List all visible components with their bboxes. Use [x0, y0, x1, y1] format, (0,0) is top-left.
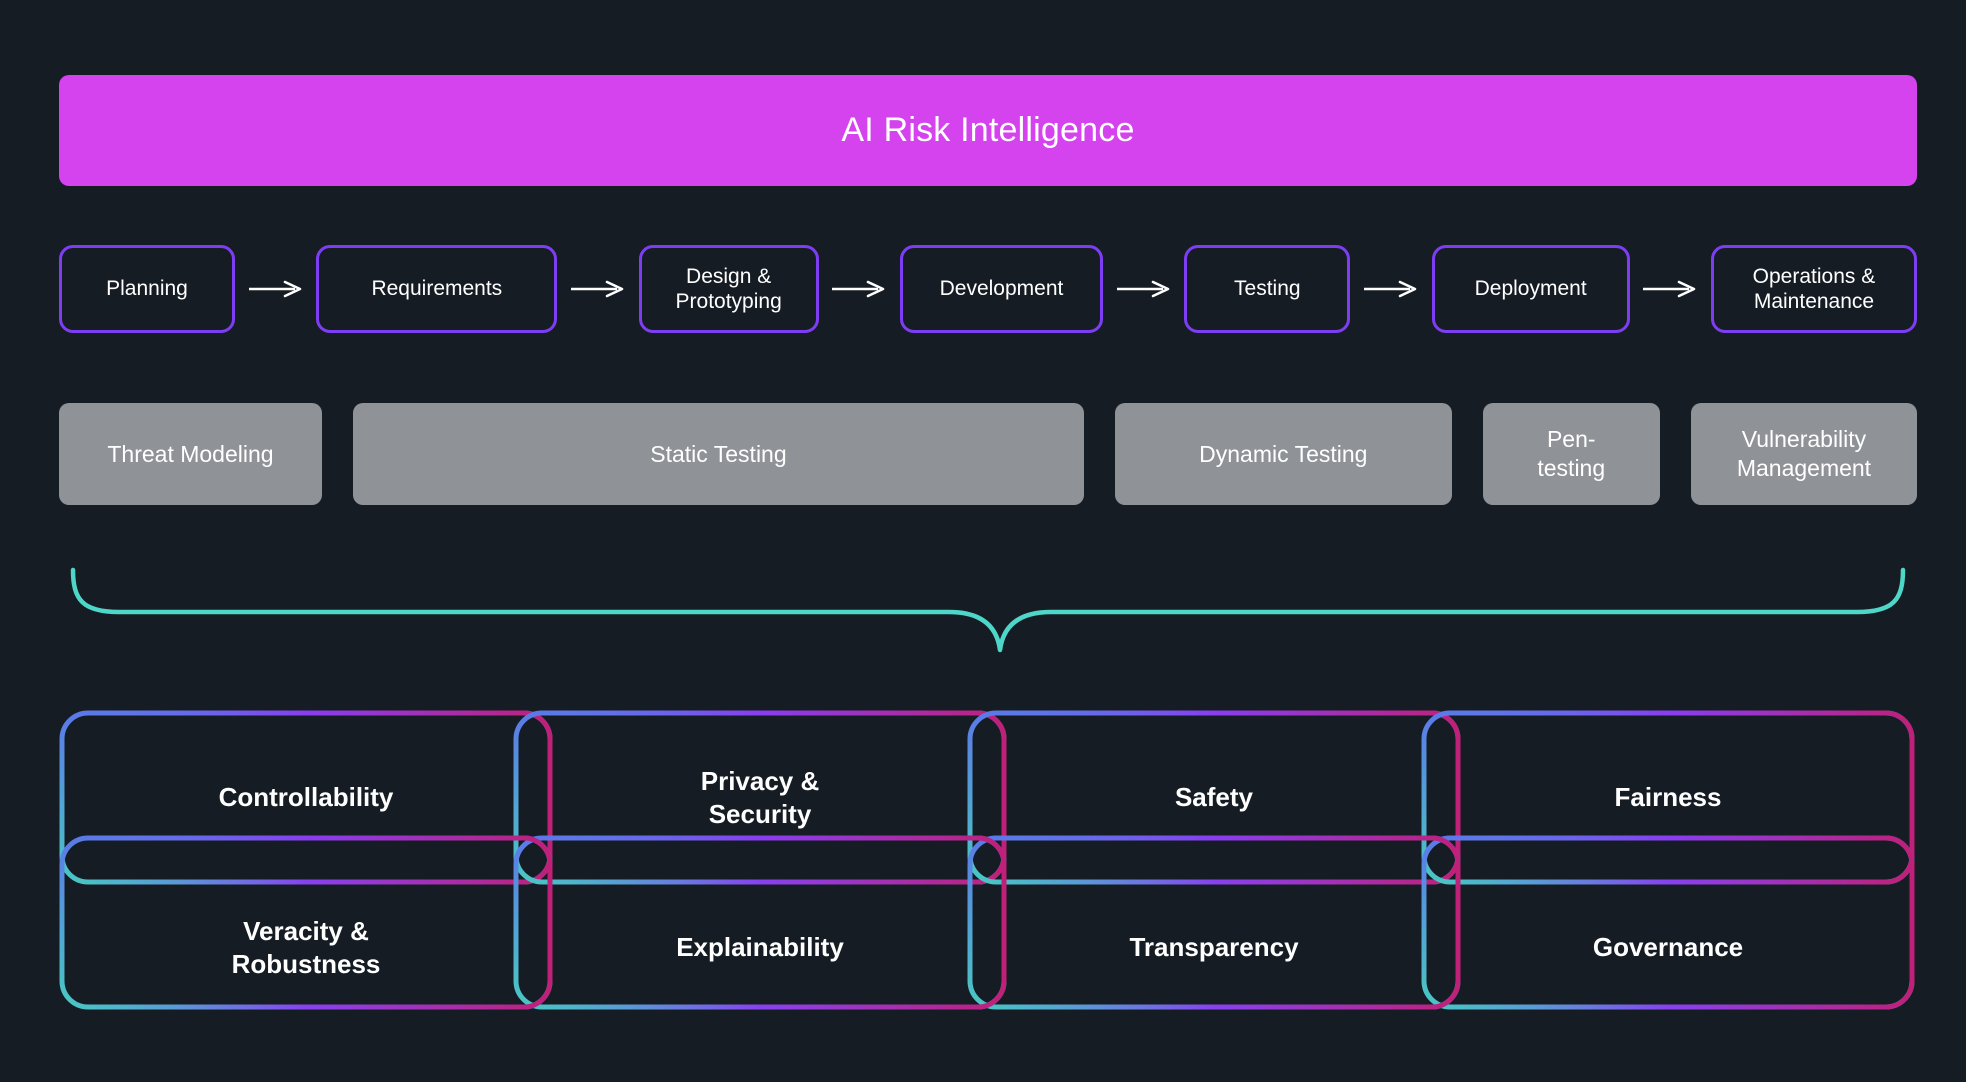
arrow-right-icon: [1116, 280, 1169, 298]
page-title: AI Risk Intelligence: [841, 111, 1135, 149]
activities-row: Threat Modeling Static Testing Dynamic T…: [59, 403, 1917, 505]
phase-label: Development: [939, 277, 1064, 301]
phase-label: Design & Prototyping: [675, 264, 782, 313]
arrow-right-icon: [248, 280, 301, 298]
risk-cell-veracity-robustness: Veracity & Robustness: [59, 885, 553, 1010]
phase-label: Operations & Maintenance: [1752, 264, 1876, 313]
risk-dimensions-grid: Controllability Privacy & Security Safet…: [59, 710, 1917, 1010]
risk-grid-outlines: [59, 710, 1915, 1010]
phase-box-deployment: Deployment: [1431, 245, 1630, 333]
arrow-cell: [557, 245, 638, 333]
arrow-right-icon: [570, 280, 624, 298]
risk-label: Governance: [1592, 932, 1744, 963]
risk-label: Controllability: [218, 782, 394, 813]
phase-label: Requirements: [371, 277, 503, 301]
risk-cell-fairness: Fairness: [1421, 710, 1915, 885]
risk-label: Veracity & Robustness: [231, 916, 381, 979]
risk-cell-safety: Safety: [967, 710, 1461, 885]
risk-cell-explainability: Explainability: [513, 885, 1007, 1010]
arrow-cell: [819, 245, 900, 333]
risk-cell-transparency: Transparency: [967, 885, 1461, 1010]
activity-label: Static Testing: [650, 440, 787, 467]
activity-label: Threat Modeling: [107, 440, 274, 467]
activity-box-vulnerability-management: Vulnerability Management: [1690, 403, 1917, 505]
phase-label: Testing: [1234, 277, 1301, 301]
risk-label: Explainability: [676, 932, 844, 963]
activity-box-dynamic-testing: Dynamic Testing: [1114, 403, 1452, 505]
phase-box-planning: Planning: [59, 245, 235, 333]
phase-box-testing: Testing: [1184, 245, 1351, 333]
arrow-cell: [1630, 245, 1711, 333]
risk-label: Safety: [1174, 782, 1254, 813]
activity-box-static-testing: Static Testing: [352, 403, 1084, 505]
arrow-right-icon: [1643, 280, 1696, 298]
risk-label: Transparency: [1129, 932, 1299, 963]
phase-box-operations-maintenance: Operations & Maintenance: [1710, 245, 1917, 333]
arrow-cell: [235, 245, 316, 333]
arrow-cell: [1103, 245, 1184, 333]
curly-brace-icon: [70, 567, 1906, 653]
activity-label: Pen-testing: [1537, 426, 1606, 481]
risk-cell-governance: Governance: [1421, 885, 1915, 1010]
arrow-right-icon: [1363, 280, 1417, 298]
phase-box-requirements: Requirements: [316, 245, 558, 333]
lifecycle-row: Planning Requirements Design & Prototypi…: [59, 245, 1917, 333]
risk-cell-controllability: Controllability: [59, 710, 553, 885]
arrow-cell: [1350, 245, 1431, 333]
activity-box-threat-modeling: Threat Modeling: [59, 403, 322, 505]
arrow-right-icon: [832, 280, 885, 298]
phase-label: Planning: [106, 277, 188, 301]
phase-label: Deployment: [1474, 277, 1587, 301]
risk-label: Fairness: [1614, 782, 1722, 813]
phase-box-design-prototyping: Design & Prototyping: [638, 245, 819, 333]
title-banner: AI Risk Intelligence: [59, 75, 1917, 186]
activity-label: Dynamic Testing: [1199, 440, 1368, 467]
activity-label: Vulnerability Management: [1736, 426, 1872, 481]
phase-box-development: Development: [899, 245, 1103, 333]
risk-label: Privacy & Security: [700, 766, 820, 829]
activity-box-pen-testing: Pen-testing: [1482, 403, 1660, 505]
risk-cell-privacy-security: Privacy & Security: [513, 710, 1007, 885]
